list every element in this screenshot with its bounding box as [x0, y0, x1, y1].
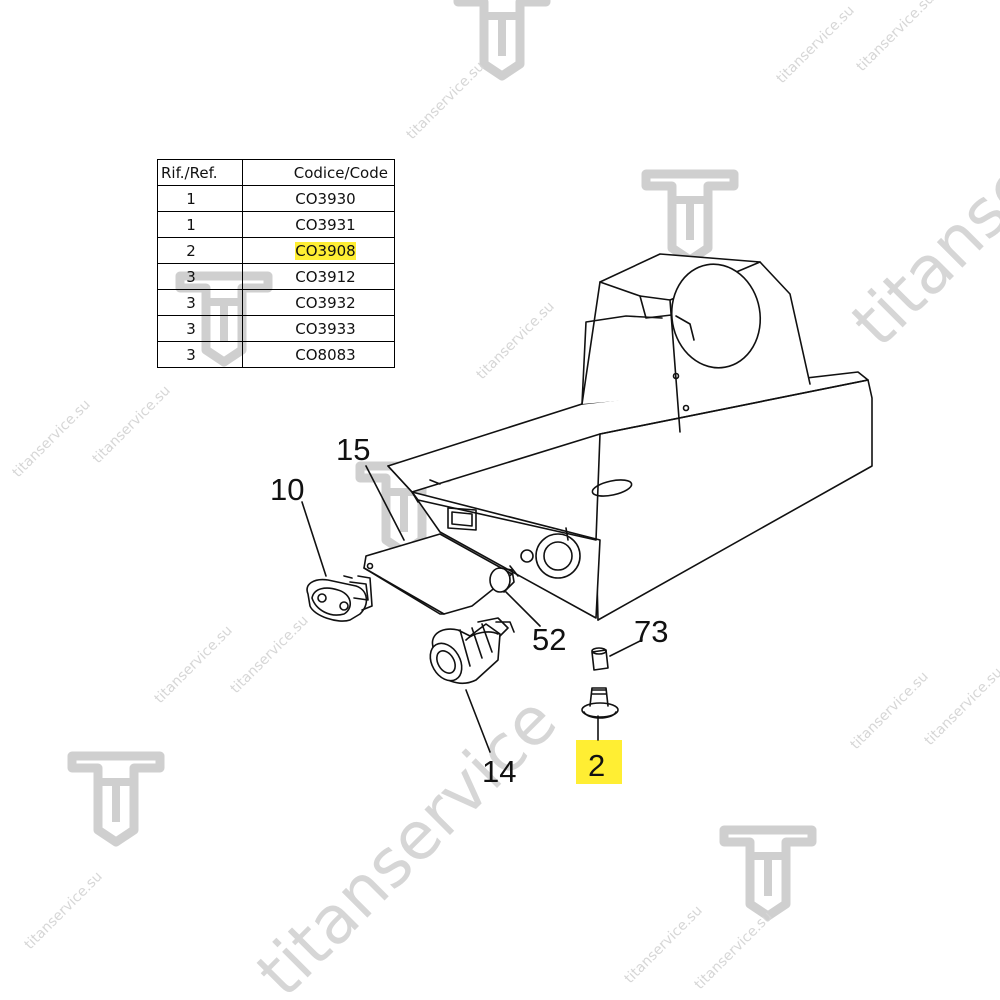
header-code: Codice/Code [242, 159, 395, 186]
table-header-row: Rif./Ref. Codice/Code [157, 159, 395, 186]
row-code-text: CO3912 [295, 267, 356, 286]
knob-part [429, 617, 515, 684]
row-code-text: CO3933 [295, 319, 356, 338]
small-knob-part [489, 565, 519, 593]
parts-table: Rif./Ref. Codice/Code 1 CO3930 1 CO3931 … [157, 159, 395, 368]
row-code: CO3931 [242, 211, 395, 238]
row-code-text: CO3932 [295, 293, 356, 312]
callout-52: 52 [532, 622, 566, 657]
row-code: CO8083 [242, 341, 395, 368]
row-ref: 3 [157, 263, 243, 290]
table-row: 1 CO3931 [157, 211, 395, 238]
row-code: CO3932 [242, 289, 395, 316]
row-code-text: CO3930 [295, 189, 356, 208]
table-row: 3 CO8083 [157, 341, 395, 368]
callout-15: 15 [336, 432, 370, 467]
table-row: 3 CO3912 [157, 263, 395, 290]
row-code: CO3908 [242, 237, 395, 264]
valve-part [581, 687, 619, 719]
switch-part [306, 575, 373, 622]
plate-part [363, 533, 513, 615]
row-code-text: CO8083 [295, 345, 356, 364]
callout-14: 14 [482, 754, 516, 789]
bushing-part [591, 647, 609, 671]
table-row: 3 CO3933 [157, 315, 395, 342]
callout-2: 2 [588, 748, 605, 783]
row-code: CO3930 [242, 185, 395, 212]
row-code-text: CO3931 [295, 215, 356, 234]
housing-body [387, 253, 873, 621]
row-code: CO3933 [242, 315, 395, 342]
row-code-text-highlighted: CO3908 [295, 241, 356, 260]
callout-73: 73 [634, 614, 668, 649]
leader-lines [301, 465, 643, 753]
row-ref: 1 [157, 185, 243, 212]
callout-2-highlight [576, 740, 622, 784]
table-row: 1 CO3930 [157, 185, 395, 212]
callout-10: 10 [270, 472, 304, 507]
table-row: 3 CO3932 [157, 289, 395, 316]
row-ref: 3 [157, 315, 243, 342]
table-row: 2 CO3908 [157, 237, 395, 264]
